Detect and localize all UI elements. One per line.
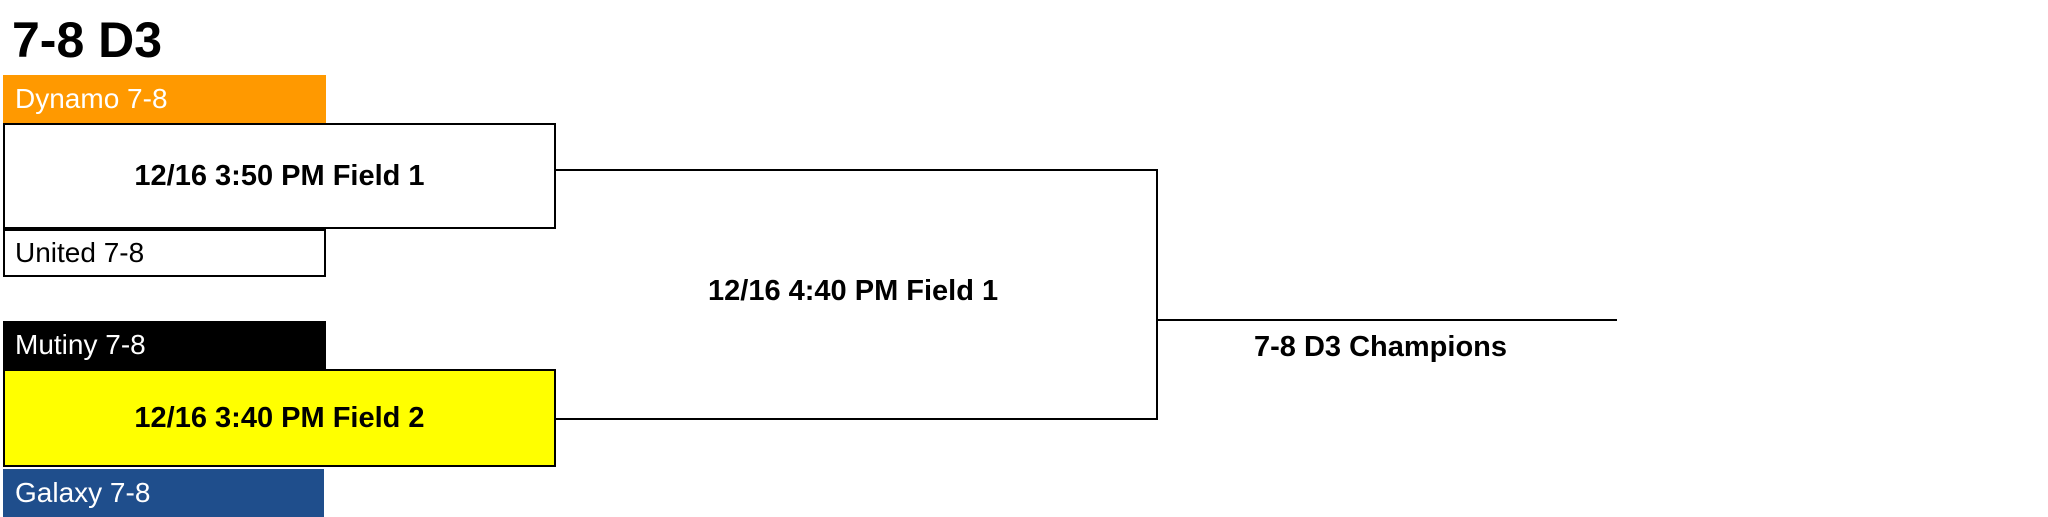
team-slot-united: United 7-8 bbox=[3, 229, 326, 277]
game-2-label: 12/16 3:40 PM Field 2 bbox=[134, 401, 425, 434]
team-slot-galaxy: Galaxy 7-8 bbox=[3, 469, 324, 517]
game-2-box: 12/16 3:40 PM Field 2 bbox=[3, 369, 556, 467]
connector-game1-horizontal bbox=[554, 169, 1158, 171]
team-slot-mutiny: Mutiny 7-8 bbox=[3, 321, 326, 369]
bracket-title: 7-8 D3 bbox=[12, 12, 163, 68]
connector-game2-horizontal bbox=[554, 418, 1158, 420]
game-3-label: 12/16 4:40 PM Field 1 bbox=[708, 275, 999, 307]
champion-label: 7-8 D3 Champions bbox=[1254, 331, 1507, 363]
connector-champion-horizontal bbox=[1156, 319, 1617, 321]
team-slot-dynamo: Dynamo 7-8 bbox=[3, 75, 326, 123]
connector-semi-vertical bbox=[1156, 169, 1158, 420]
game-1-box: 12/16 3:50 PM Field 1 bbox=[3, 123, 556, 229]
game-1-label: 12/16 3:50 PM Field 1 bbox=[134, 159, 425, 192]
